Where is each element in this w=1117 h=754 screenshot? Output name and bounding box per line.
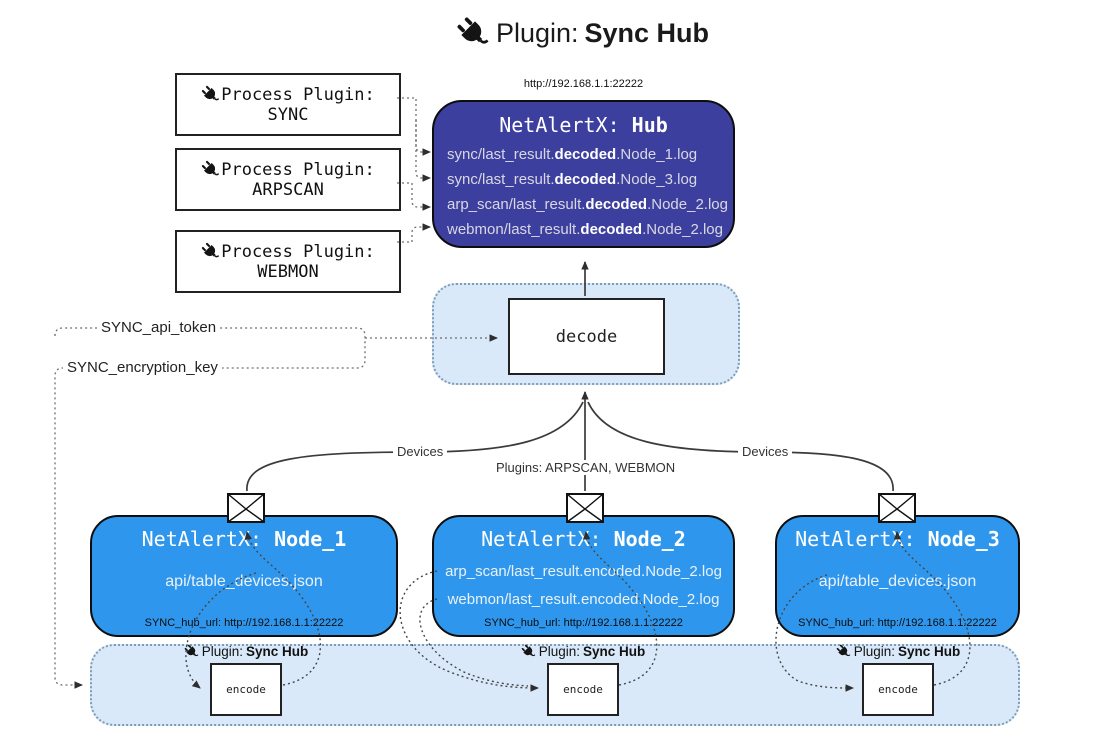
process-plugin-box-webmon: Process Plugin: WEBMON	[175, 230, 401, 293]
hub-box: NetAlertX: Hub sync/last_result.decoded.…	[432, 100, 735, 248]
hub-log-lines: sync/last_result.decoded.Node_1.log sync…	[434, 142, 733, 242]
hub-url-label: http://192.168.1.1:22222	[523, 78, 644, 90]
encode-plugin-label-2: Plugin: Sync Hub	[498, 644, 668, 659]
plug-icon	[521, 644, 536, 659]
plug-icon	[184, 644, 199, 659]
process-plugin-label: Process Plugin:	[221, 84, 375, 105]
node-file: api/table_devices.json	[165, 573, 323, 590]
page-title-bold: Sync Hub	[584, 17, 710, 48]
node-box-3: NetAlertX: Node_3 api/table_devices.json…	[775, 515, 1020, 637]
encode-box-2: encode	[547, 663, 619, 716]
edge-label-devices-right: Devices	[738, 444, 793, 459]
node-box-1: NetAlertX: Node_1 api/table_devices.json…	[90, 515, 398, 637]
sync-api-token-label: SYNC_api_token	[97, 319, 221, 336]
node-box-2: NetAlertX: Node_2 arp_scan/last_result.e…	[432, 515, 735, 637]
plug-icon	[201, 160, 220, 179]
encode-plugin-label-3: Plugin: Sync Hub	[813, 644, 983, 659]
edge-label-plugins: Plugins: ARPSCAN, WEBMON	[492, 460, 680, 475]
envelope-icon	[566, 493, 604, 523]
node-file: api/table_devices.json	[818, 573, 977, 590]
hub-log-line: sync/last_result.decoded.Node_1.log	[447, 146, 698, 163]
process-plugin-label: Process Plugin:	[221, 241, 375, 262]
hub-log-line: webmon/last_result.decoded.Node_2.log	[447, 221, 723, 238]
plug-icon	[201, 242, 220, 261]
plug-icon	[201, 85, 220, 104]
encode-plugin-label-1: Plugin: Sync Hub	[161, 644, 331, 659]
node-title: NetAlertX: Node_3	[795, 527, 1000, 551]
plug-icon	[836, 644, 851, 659]
page-title: Plugin: Sync Hub	[24, 16, 1117, 50]
node-file: webmon/last_result.encoded.Node_2.log	[447, 591, 720, 608]
process-plugin-name: SYNC	[267, 104, 309, 125]
envelope-icon	[227, 493, 265, 523]
process-plugin-box-arpscan: Process Plugin: ARPSCAN	[175, 148, 401, 211]
process-plugin-name: ARPSCAN	[252, 179, 324, 200]
process-plugin-box-sync: Process Plugin: SYNC	[175, 73, 401, 136]
decode-box: decode	[508, 298, 665, 375]
node-hub-url: SYNC_hub_url: http://192.168.1.1:22222	[144, 617, 344, 629]
hub-log-line: sync/last_result.decoded.Node_3.log	[447, 171, 698, 188]
node-file: arp_scan/last_result.encoded.Node_2.log	[445, 563, 722, 580]
process-plugin-label: Process Plugin:	[221, 159, 375, 180]
encode-box-3: encode	[862, 663, 934, 716]
node-files: arp_scan/last_result.encoded.Node_2.log …	[434, 558, 733, 614]
hub-title: NetAlertX: Hub	[499, 113, 668, 137]
process-plugin-name: WEBMON	[257, 261, 319, 282]
envelope-icon	[878, 493, 916, 523]
plug-icon	[456, 16, 490, 50]
node-title: NetAlertX: Node_2	[481, 527, 686, 551]
edge-label-devices-left: Devices	[393, 444, 448, 459]
node-title: NetAlertX: Node_1	[141, 527, 347, 551]
node-hub-url: SYNC_hub_url: http://192.168.1.1:22222	[798, 617, 997, 629]
sync-encryption-key-label: SYNC_encryption_key	[63, 359, 222, 376]
encode-box-1: encode	[210, 663, 282, 716]
node-hub-url: SYNC_hub_url: http://192.168.1.1:22222	[484, 617, 683, 629]
hub-log-line: arp_scan/last_result.decoded.Node_2.log	[447, 196, 728, 213]
page-title-prefix: Plugin:	[495, 17, 579, 48]
